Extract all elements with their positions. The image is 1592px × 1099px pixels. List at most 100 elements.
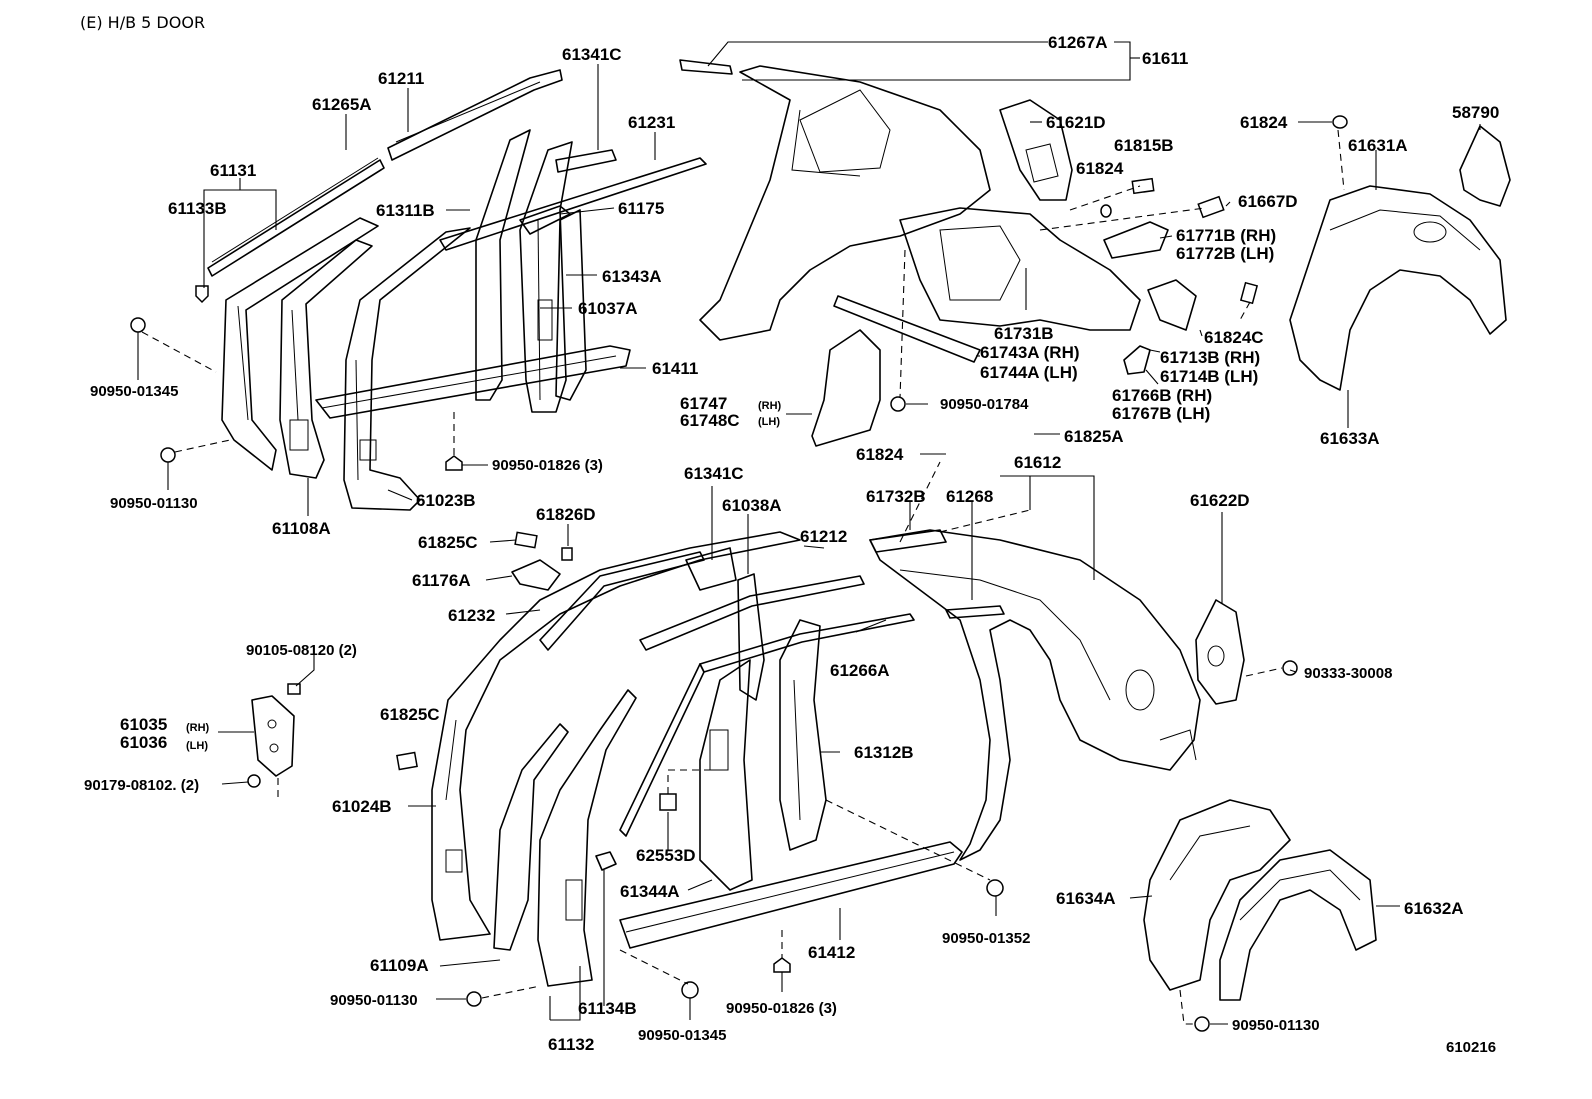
label-61211: 61211 — [378, 69, 425, 88]
bracket-61175 — [519, 205, 571, 235]
label-61266A: 61266A — [830, 661, 890, 680]
pad-62553D — [659, 793, 677, 811]
label-61772B: 61772B (LH) — [1176, 244, 1275, 263]
wheelhouse-61632A — [1219, 849, 1377, 1001]
diagram-title: (E) H/B 5 DOOR — [80, 13, 206, 32]
label-58790: 58790 — [1452, 103, 1500, 122]
label-61035: 61035 — [120, 715, 168, 734]
label-61038A: 61038A — [722, 496, 782, 515]
plug-90950-01130-bot — [466, 991, 482, 1007]
extension-61732B — [869, 529, 947, 553]
bracket-61134B — [595, 851, 617, 871]
label-61109A: 61109A — [370, 956, 429, 975]
label-90950-01130-bot: 90950-01130 — [330, 992, 418, 1009]
label-61731B: 61731B — [994, 324, 1054, 343]
label-61747: 61747 — [680, 394, 728, 413]
label-61825A: 61825A — [1064, 427, 1124, 446]
label-61747-rh: (RH) — [758, 400, 782, 412]
label-90950-01826-top: 90950-01826 (3) — [492, 457, 603, 474]
label-90950-01130-top: 90950-01130 — [110, 495, 198, 512]
panel-61622D — [1195, 599, 1245, 705]
label-61824-b: 61824 — [1240, 113, 1288, 132]
label-61411: 61411 — [652, 359, 699, 378]
body-side-outer-61023B — [343, 227, 471, 511]
label-61341C-top: 61341C — [562, 45, 622, 64]
label-61824-c: 61824 — [856, 445, 904, 464]
bracket-61771B — [1103, 221, 1169, 259]
label-61412: 61412 — [808, 943, 856, 962]
label-61744A: 61744A (LH) — [980, 363, 1078, 382]
label-61036-lh: (LH) — [186, 740, 208, 752]
label-61632A: 61632A — [1404, 899, 1464, 918]
label-90950-01345-top: 90950-01345 — [90, 383, 179, 400]
patch-61826D — [561, 547, 573, 561]
label-61341C-mid: 61341C — [684, 464, 744, 483]
plug-61824-b — [1332, 115, 1348, 129]
label-61771B: 61771B (RH) — [1176, 226, 1277, 245]
bracket-58790 — [1459, 125, 1511, 207]
roof-rail-61231 — [439, 157, 707, 251]
label-61743A: 61743A (RH) — [980, 343, 1080, 362]
label-61667D: 61667D — [1238, 192, 1298, 211]
label-61748C: 61748C — [680, 411, 740, 430]
label-61634A: 61634A — [1056, 889, 1116, 908]
patch-61824C — [1239, 281, 1259, 305]
panel-61621D — [999, 99, 1073, 201]
center-pillar-61344A — [699, 659, 753, 891]
label-61343A: 61343A — [602, 267, 662, 286]
label-61311B: 61311B — [376, 201, 435, 220]
label-61824-a: 61824 — [1076, 159, 1124, 178]
leader-lines — [137, 41, 1481, 1025]
label-61612: 61612 — [1014, 453, 1062, 472]
label-61766B: 61766B (RH) — [1112, 386, 1213, 405]
label-61824C: 61824C — [1204, 328, 1264, 347]
label-61621D: 61621D — [1046, 113, 1106, 132]
label-90950-01784: 90950-01784 — [940, 396, 1029, 413]
label-61748C-lh: (LH) — [758, 416, 780, 428]
extension-61747 — [811, 329, 881, 447]
patch-61815B — [1131, 177, 1155, 195]
clip-61133B — [195, 285, 209, 304]
plug-90950-01826-bot — [773, 957, 791, 973]
label-90950-01130-r: 90950-01130 — [1232, 1017, 1320, 1034]
label-61622D: 61622D — [1190, 491, 1250, 510]
nut-90333-30008 — [1282, 660, 1298, 676]
plug-90950-01345-bot — [681, 981, 699, 999]
plug-61824-a — [1100, 204, 1112, 218]
inner-panel-61731B — [899, 207, 1141, 331]
label-61713B: 61713B (RH) — [1160, 348, 1261, 367]
label-61134B: 61134B — [578, 999, 637, 1018]
pillar-61132 — [537, 689, 637, 987]
rocker-61411 — [315, 345, 631, 419]
label-62553D: 62553D — [636, 846, 696, 865]
label-61232: 61232 — [448, 606, 496, 625]
label-61131: 61131 — [210, 161, 257, 180]
plug-90950-01130-top — [160, 447, 176, 463]
label-61714B: 61714B (LH) — [1160, 367, 1259, 386]
label-61344A: 61344A — [620, 882, 680, 901]
label-61024B: 61024B — [332, 797, 392, 816]
rail-61268 — [945, 605, 1005, 619]
figure-code: 610216 — [1446, 1039, 1497, 1056]
roof-rail-61265A — [207, 157, 385, 277]
plug-90950-01130-r — [1194, 1016, 1210, 1032]
plug-90950-01826-top — [445, 455, 463, 471]
label-61631A: 61631A — [1348, 136, 1408, 155]
label-61825C-b: 61825C — [380, 705, 440, 724]
label-90179-08102: 90179-08102. (2) — [84, 777, 200, 794]
patch-61825C-a — [514, 531, 538, 549]
extension-61743A — [833, 295, 981, 363]
bolt-90105-08120 — [287, 683, 301, 695]
rail-61212 — [639, 575, 865, 651]
wheelhouse-61634A — [1143, 799, 1291, 991]
label-61826D: 61826D — [536, 505, 596, 524]
inner-pillar-61109A — [493, 723, 569, 951]
label-61176A: 61176A — [412, 571, 471, 590]
label-90333-30008: 90333-30008 — [1304, 665, 1393, 682]
bracket-61341C-mid — [685, 547, 737, 591]
outer-body-61024B — [431, 531, 801, 941]
center-pillar-61311B — [475, 129, 531, 401]
label-61036: 61036 — [120, 733, 168, 752]
